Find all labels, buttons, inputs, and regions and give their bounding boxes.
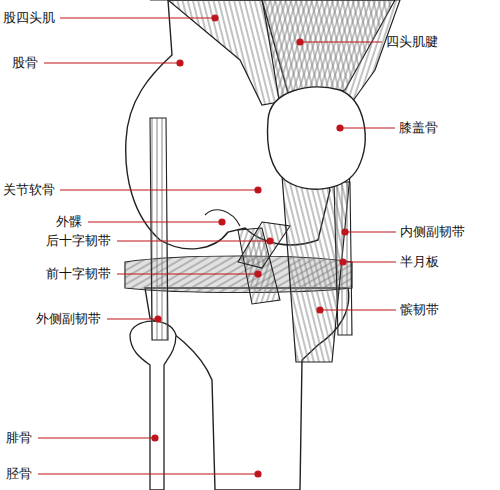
part-label: 后十字韧带	[46, 233, 111, 249]
part-label: 外髁	[56, 214, 82, 230]
part-label: 四头肌腱	[386, 34, 438, 50]
part-label: 前十字韧带	[46, 266, 111, 282]
part-label: 关节软骨	[3, 182, 55, 198]
leader-lines	[38, 15, 396, 477]
part-label: 胫骨	[6, 466, 32, 482]
part-label: 膝盖骨	[399, 120, 438, 136]
part-label: 髌韧带	[400, 302, 439, 318]
part-label: 外侧副韧带	[36, 311, 101, 327]
part-label: 内侧副韧带	[400, 224, 465, 240]
part-label: 股骨	[12, 55, 38, 71]
part-label: 股四头肌	[3, 10, 55, 26]
part-label: 腓骨	[6, 430, 32, 446]
part-label: 半月板	[400, 254, 439, 270]
